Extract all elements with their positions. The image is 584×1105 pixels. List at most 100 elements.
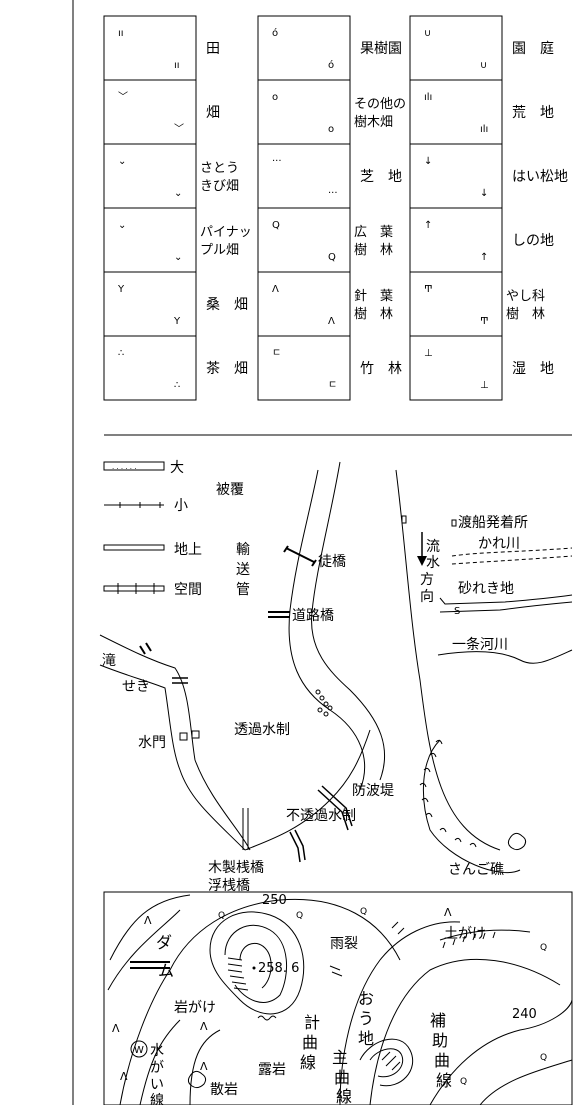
broadleaf-forest-icon: Q [272, 220, 280, 231]
legend-swatch-bamboo-forest-icon [257, 335, 351, 401]
scattered-rock-label: 散岩 [210, 1082, 238, 1098]
ferry-symbol [401, 515, 457, 527]
pier-symbol [242, 808, 249, 850]
pipe-air-symbol [103, 583, 165, 594]
dry-river-symbol [451, 547, 573, 565]
legend-label: 茶 畑 [206, 361, 248, 377]
legend-swatch-garden-icon [409, 15, 503, 81]
svg-text:Λ: Λ [120, 1070, 128, 1083]
pineapple-field-icon: ⌄ [174, 252, 182, 263]
depression-3: 地 [358, 1029, 374, 1048]
pipe-small-label: 小 [174, 498, 188, 514]
rock-cliff-symbol [227, 957, 249, 991]
pipe-name-3: 管 [236, 582, 250, 598]
flow-arrow-icon [417, 532, 427, 566]
water-cliff-label-2: が [150, 1060, 164, 1076]
legend-label: やし科 [506, 289, 545, 304]
legend-label: きび畑 [200, 179, 239, 194]
legend-label: 樹木畑 [354, 115, 393, 130]
waterfall-symbol [139, 642, 152, 655]
ferry-label: 渡船発着所 [458, 515, 528, 531]
rock-cliff-label: 岩がけ [174, 1000, 216, 1016]
palm-forest-icon: Ͳ [480, 316, 489, 327]
coastline [395, 469, 521, 874]
legend-label: 針 葉 [354, 289, 393, 304]
intermediate-contour-2: 曲 [302, 1033, 318, 1052]
road-bridge-symbol [268, 611, 290, 618]
svg-text:Λ: Λ [444, 906, 452, 919]
waterfall-circle-icon [130, 1040, 148, 1058]
intermediate-contour-1: 計 [304, 1013, 320, 1032]
legend-swatch-paddy-field-icon [103, 15, 197, 81]
svg-text:Λ: Λ [144, 914, 152, 927]
elevation-label: 258. 6 [258, 961, 299, 976]
other-tree-field-icon: o [272, 92, 278, 103]
waterfall-mark: W [134, 1045, 144, 1056]
legend-label: さとう [200, 161, 239, 176]
weir-symbol [172, 677, 188, 684]
conifer-forest-icon: Λ [328, 316, 335, 327]
footbridge-symbol [283, 545, 317, 567]
legend-label: 桑 畑 [206, 297, 248, 313]
gravel-label: 砂れき地 [458, 581, 514, 597]
dry-field-icon: ﹀ [118, 91, 128, 103]
bamboo-forest-icon: ㄷ [272, 348, 281, 359]
pipe-ground-label: 地上 [174, 542, 202, 558]
waterfall-label: 滝 [102, 653, 116, 669]
legend-label: 畑 [206, 105, 220, 121]
legend-label: 樹 林 [506, 307, 545, 322]
svg-text:Λ: Λ [112, 1022, 120, 1035]
gully-symbol [329, 921, 405, 977]
intermediate-contour-3: 線 [300, 1053, 316, 1072]
s-mark: S [454, 606, 460, 617]
index-contour-1: 主 [332, 1048, 348, 1067]
sluice-symbol [179, 730, 200, 741]
pipe-name-1: 輸 [236, 542, 250, 558]
legend-label: プル畑 [200, 243, 239, 258]
svg-text:Q: Q [360, 907, 367, 917]
legend-label: 樹 林 [354, 243, 393, 258]
svg-text:Λ: Λ [200, 1020, 208, 1033]
legend-label: 果樹園 [360, 41, 402, 57]
conifer-forest-icon: Λ [272, 284, 279, 295]
terrain-frame [103, 891, 573, 1105]
flow-direction-1: 流 [426, 539, 440, 555]
supplementary-contour-3: 曲 [434, 1051, 450, 1070]
legend-label: 樹 林 [354, 307, 393, 322]
legend-label: はい松地 [512, 169, 568, 185]
pipe-ground-symbol [103, 544, 165, 551]
footbridge-label: 徒橋 [318, 554, 346, 570]
supplementary-contour-4: 線 [436, 1071, 452, 1090]
palm-forest-icon: Ͳ [424, 284, 433, 295]
earth-cliff-label: 土がけ [444, 926, 486, 942]
class1-river-symbol [437, 649, 573, 664]
svg-text:Λ: Λ [200, 1060, 208, 1073]
elevation-point [252, 966, 256, 970]
bamboo-grass-icon: ↑ [424, 220, 432, 231]
flow-direction-2: 水 [426, 555, 440, 571]
tea-field-icon: ∴ [174, 380, 180, 391]
index-contour-3: 線 [336, 1087, 352, 1105]
index-contour-2: 曲 [334, 1068, 350, 1087]
paddy-field-icon: ıı [174, 60, 180, 71]
sugarcane-field-icon: ⌄ [174, 188, 182, 199]
creeping-pine-icon: ↓ [480, 188, 488, 199]
sugarcane-field-icon: ⌄ [118, 156, 126, 167]
mulberry-field-icon: Y [117, 284, 125, 295]
creeping-pine-icon: ↓ [424, 156, 432, 167]
gully-label: 雨裂 [330, 936, 358, 952]
marsh-icon: ⊥ [424, 348, 433, 359]
wasteland-icon: ılı [480, 124, 488, 135]
breakwater-label: 防波堤 [352, 783, 394, 799]
mulberry-field-icon: Y [173, 316, 181, 327]
gravel-symbol [439, 594, 573, 613]
legend-label: しの地 [512, 233, 554, 249]
legend-label: 湿 地 [512, 361, 554, 377]
road-bridge-label: 道路橋 [292, 608, 334, 624]
supplementary-contour-1: 補 [430, 1011, 446, 1030]
impermeable-groin-label: 不透過水制 [286, 808, 356, 824]
pineapple-field-icon: ⌄ [118, 220, 126, 231]
bamboo-forest-icon: ㄷ [328, 380, 337, 391]
